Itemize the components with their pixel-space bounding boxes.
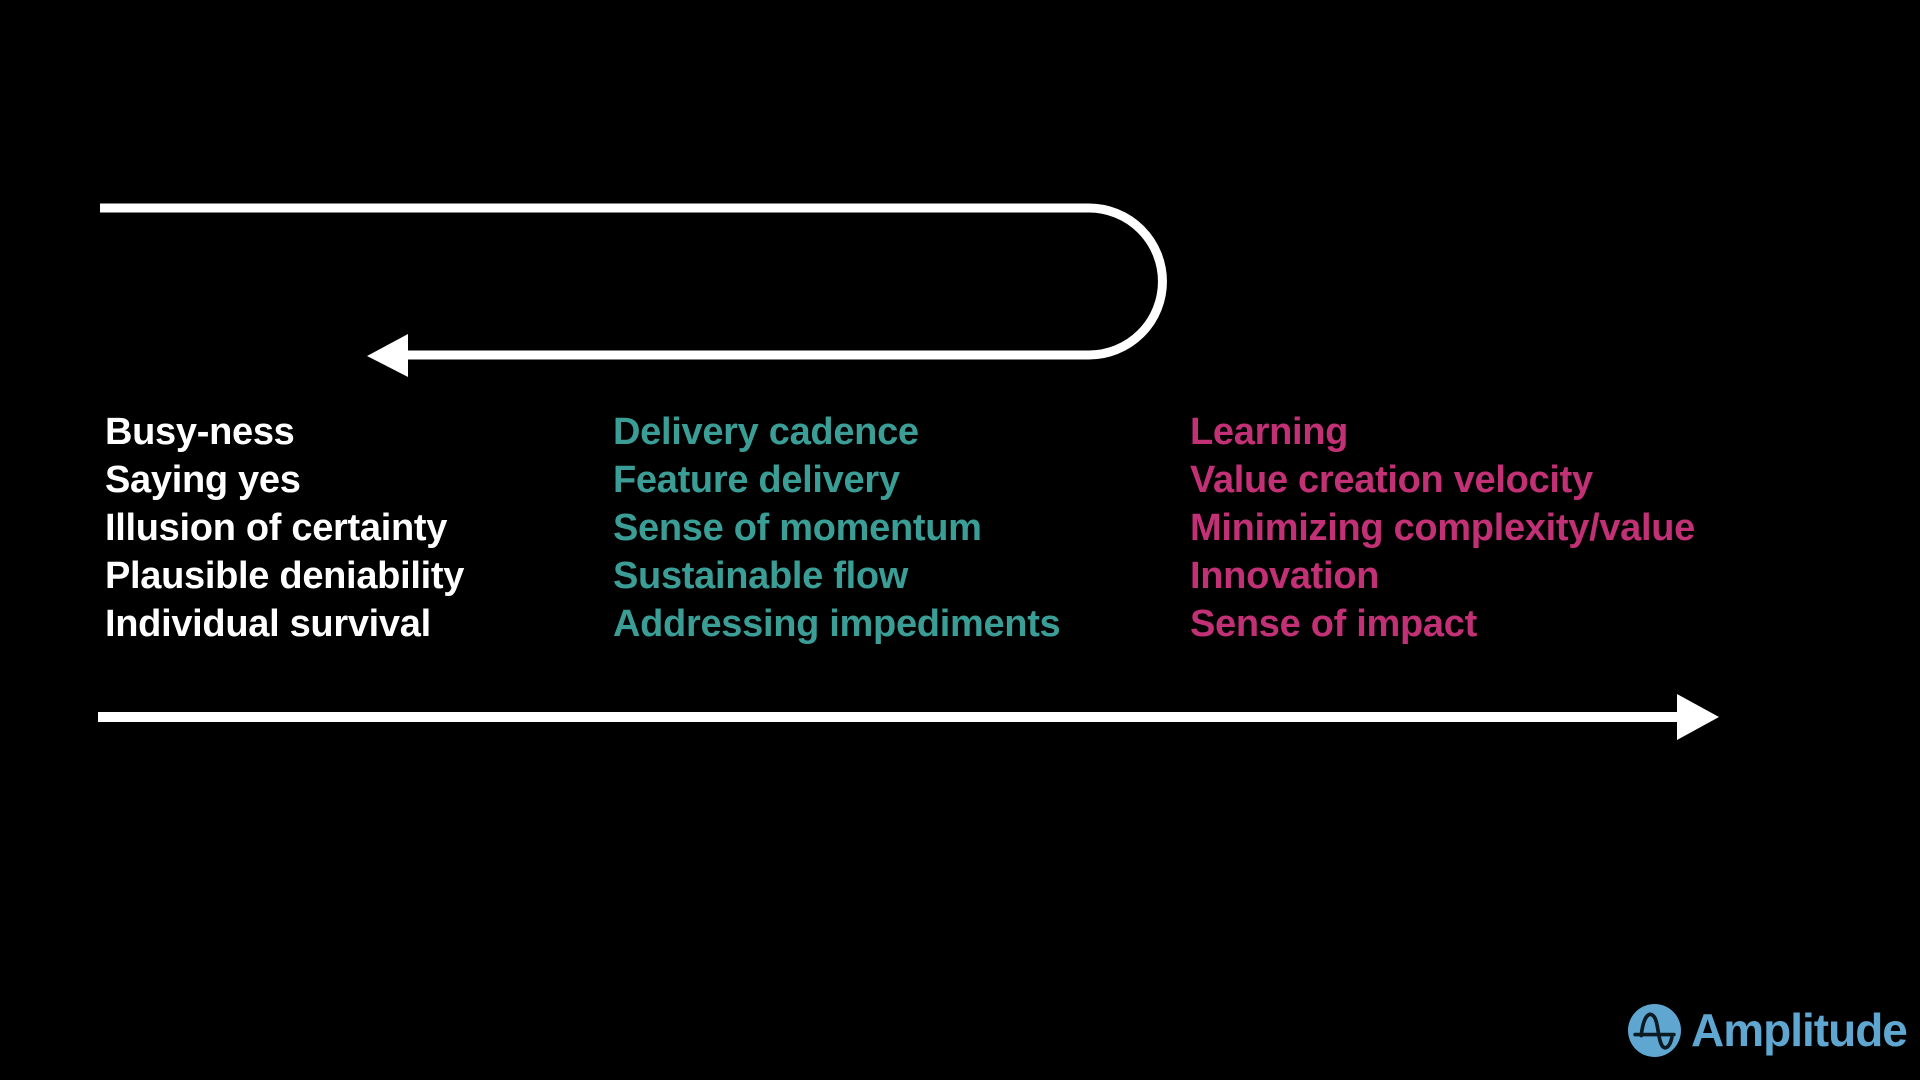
list-item: Learning — [1190, 411, 1349, 453]
logo-circle — [1628, 1003, 1681, 1057]
column-delivery: Delivery cadence Feature delivery Sense … — [613, 408, 1061, 648]
list-item: Minimizing complexity/value — [1190, 507, 1696, 549]
list-item: Delivery cadence — [613, 411, 919, 453]
logo-wave — [1639, 1012, 1674, 1050]
u-turn-arrow-line — [100, 203, 1167, 360]
list-item: Innovation — [1190, 555, 1380, 597]
amplitude-wordmark: Amplitude — [1691, 1004, 1908, 1056]
amplitude-logo: Amplitude — [1628, 1003, 1908, 1057]
list-item: Feature delivery — [613, 459, 900, 501]
list-item: Busy-ness — [105, 411, 295, 453]
list-item: Sense of momentum — [613, 507, 982, 549]
list-item: Addressing impediments — [613, 603, 1061, 645]
list-item: Illusion of certainty — [105, 507, 448, 549]
column-value: Learning Value creation velocity Minimiz… — [1190, 408, 1695, 648]
list-item: Value creation velocity — [1190, 459, 1593, 501]
u-turn-arrow — [100, 203, 1167, 377]
column-busyness: Busy-ness Saying yes Illusion of certain… — [105, 408, 464, 648]
forward-arrow — [98, 694, 1719, 740]
list-item: Sense of impact — [1190, 603, 1477, 645]
list-item: Saying yes — [105, 459, 301, 501]
list-item: Individual survival — [105, 603, 431, 645]
list-item: Sustainable flow — [613, 555, 909, 597]
list-item: Plausible deniability — [105, 555, 465, 597]
u-turn-arrowhead-icon — [367, 334, 408, 377]
forward-arrowhead-icon — [1677, 694, 1719, 740]
amplitude-logo-icon — [1628, 1003, 1681, 1057]
